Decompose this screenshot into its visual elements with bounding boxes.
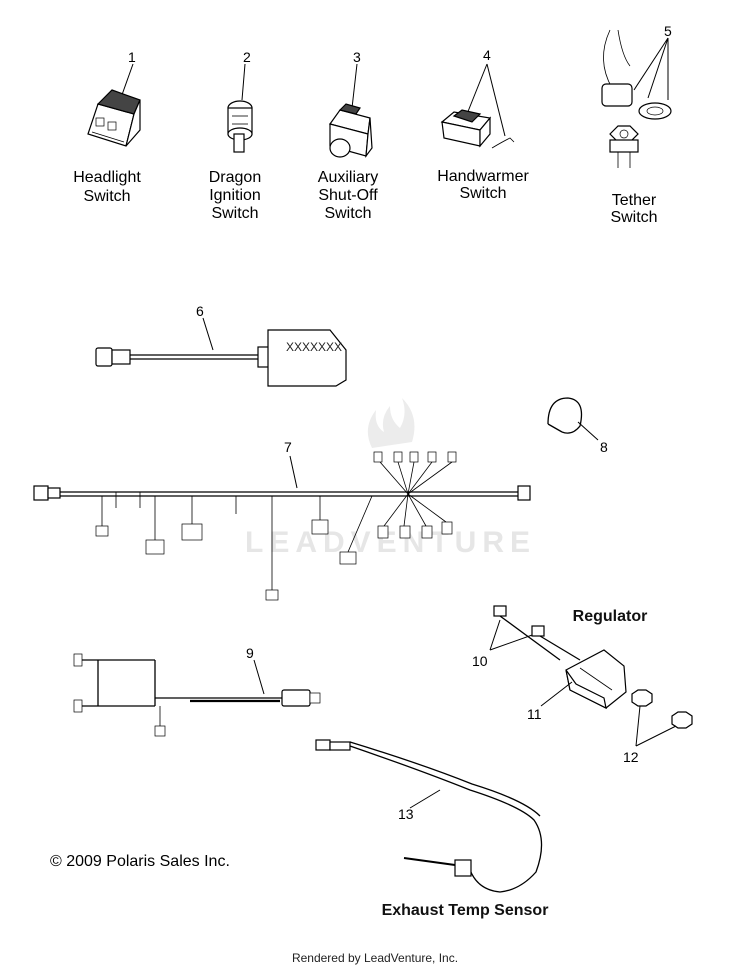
dragon-label-line1: Dragon [209,169,261,186]
dragon-ignition-switch-part [227,63,253,153]
callout-9: 9 [246,645,254,661]
rendered-by-footer: Rendered by LeadVenture, Inc. [292,951,458,965]
headlight-label-line1: Headlight [73,169,141,186]
callout-7: 7 [284,439,292,455]
control-module-part: XXXXXXX [95,317,347,387]
regulator-part [565,649,627,710]
watermark-text: LEADVENTURE [245,526,536,559]
callout-11: 11 [527,706,542,722]
main-wiring-harness-part [33,451,531,601]
callout-10: 10 [472,653,488,669]
exhaust-temp-sensor-part [315,739,543,893]
leadventure-watermark: LEADVENTURE [245,398,536,559]
sub-harness-part [73,653,321,737]
dragon-label-line2: Ignition [209,187,261,204]
cable-tie-part [547,397,599,441]
headlight-switch-part [87,63,141,147]
auxiliary-label-line2: Shut-Off [318,187,378,204]
regulator-label: Regulator [573,608,648,625]
callout-8: 8 [600,439,608,455]
module-text: XXXXXXX [286,340,342,354]
auxiliary-label-line3: Switch [324,205,371,222]
callout-4: 4 [483,47,491,63]
callout-6: 6 [196,303,204,319]
callout-12: 12 [623,749,639,765]
tether-switch-part [601,29,672,168]
callout-3: 3 [353,49,361,65]
regulator-bolts-part [489,605,581,707]
auxiliary-label-line1: Auxiliary [318,169,378,186]
copyright-text: © 2009 Polaris Sales Inc. [50,853,230,870]
regulator-nuts-part [631,689,693,747]
callout-2: 2 [243,49,251,65]
auxiliary-shutoff-switch-part [329,63,373,159]
tether-label-line1: Tether [612,192,657,209]
handwarmer-switch-part [440,63,515,149]
callout-1: 1 [128,49,136,65]
tether-label-line2: Switch [610,209,657,226]
callout-5: 5 [664,23,672,39]
handwarmer-label-line2: Switch [459,185,506,202]
dragon-label-line3: Switch [211,205,258,222]
exhaust-sensor-label: Exhaust Temp Sensor [382,902,549,919]
headlight-label-line2: Switch [83,188,130,205]
handwarmer-label-line1: Handwarmer [437,168,529,185]
callout-13: 13 [398,806,414,822]
